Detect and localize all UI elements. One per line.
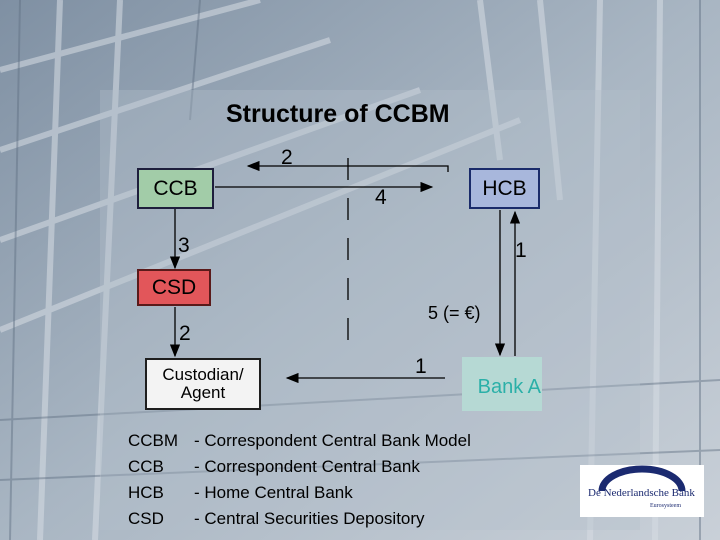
legend-text: - Correspondent Central Bank bbox=[194, 457, 420, 476]
node-custodian-agent: Custodian/ Agent bbox=[145, 358, 261, 410]
node-bank-a: Bank A bbox=[462, 357, 542, 411]
node-ccb: CCB bbox=[137, 168, 214, 209]
legend-text: - Correspondent Central Bank Model bbox=[194, 431, 471, 450]
logo-name: De Nederlandsche Bank bbox=[588, 487, 695, 499]
legend-text: - Home Central Bank bbox=[194, 483, 353, 502]
legend-abbr: HCB bbox=[128, 483, 164, 502]
step-label-2-mid: 2 bbox=[179, 322, 191, 345]
legend-abbr: CCB bbox=[128, 457, 164, 476]
step-label-5: 5 (= €) bbox=[428, 303, 481, 323]
step-label-4: 4 bbox=[375, 186, 387, 209]
legend-abbr: CCBM bbox=[128, 431, 179, 450]
logo-subtitle: Eurosysteem bbox=[650, 503, 681, 509]
logo-arc-icon bbox=[598, 465, 686, 492]
step-label-1-right: 1 bbox=[515, 239, 527, 262]
legend-text: - Central Securities Depository bbox=[194, 509, 425, 528]
diagram-title: Structure of CCBM bbox=[226, 100, 450, 128]
step-label-3: 3 bbox=[178, 234, 190, 257]
arrow-top-link bbox=[348, 165, 449, 172]
legend-abbr: CSD bbox=[128, 509, 164, 528]
step-label-1-low: 1 bbox=[415, 355, 427, 378]
dnb-logo: De Nederlandsche Bank Eurosysteem bbox=[580, 465, 704, 517]
legend-row: CCBM - Correspondent Central Bank Model bbox=[128, 428, 471, 454]
step-label-2-top: 2 bbox=[281, 146, 293, 169]
legend-row: CSD - Central Securities Depository bbox=[128, 506, 471, 532]
legend-row: CCB - Correspondent Central Bank bbox=[128, 454, 471, 480]
legend-row: HCB - Home Central Bank bbox=[128, 480, 471, 506]
node-hcb: HCB bbox=[469, 168, 540, 209]
legend: CCBM - Correspondent Central Bank Model … bbox=[128, 428, 471, 532]
node-csd: CSD bbox=[137, 269, 211, 306]
